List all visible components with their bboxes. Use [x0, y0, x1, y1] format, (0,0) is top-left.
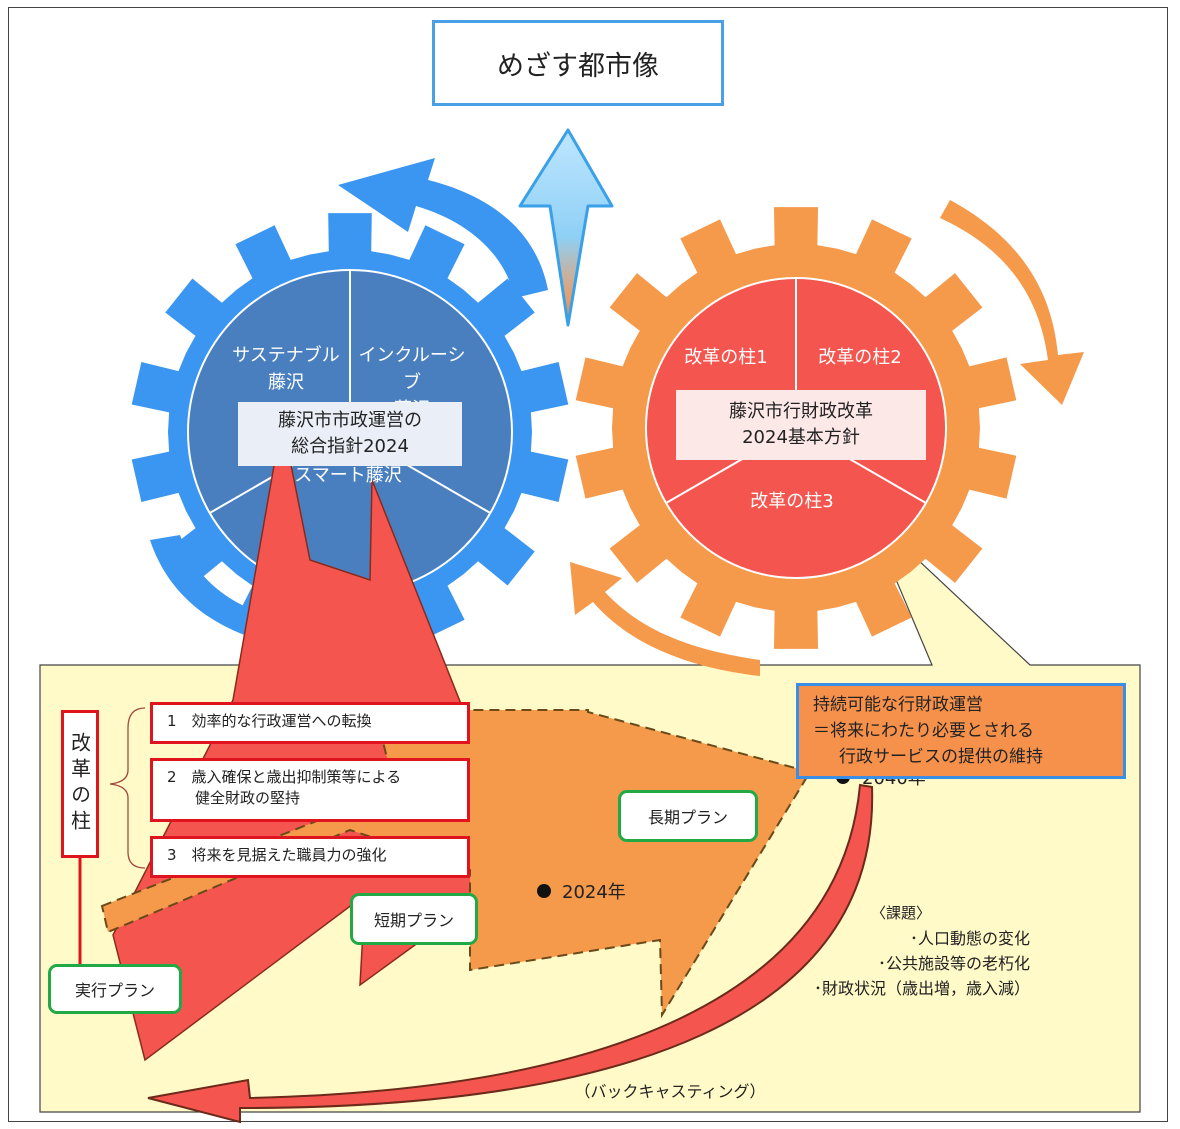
- general-guideline-line-1: 藤沢市市政運営の: [278, 410, 422, 431]
- pillar-item-2-line-2: 健全財政の堅持: [195, 789, 301, 807]
- pillar-bracket: [109, 707, 146, 869]
- backcasting-label: （バックキャスティング）: [574, 1082, 766, 1101]
- reform-pillar-2-label: 改革の柱2: [818, 347, 902, 368]
- segment-1-line-1: サステナブル: [232, 345, 340, 366]
- issue-item-3: ･財政状況（歳出増，歳入減）: [813, 979, 1030, 998]
- short-term-plan-box: 短期プラン: [350, 893, 478, 945]
- long-term-plan-box: 長期プラン: [618, 790, 758, 842]
- segment-1-line-2: 藤沢: [268, 372, 304, 393]
- sustainable-fujisawa-label: サステナブル 藤沢: [226, 342, 346, 396]
- upward-arrow: [518, 128, 614, 327]
- issue-item-2: ･公共施設等の老朽化: [877, 954, 1030, 973]
- reform-pillars-label-text: 改革の柱: [67, 732, 92, 836]
- orange-rotation-arrow-bottom: [570, 562, 760, 676]
- issues-list: ･人口動態の変化 ･公共施設等の老朽化 ･財政状況（歳出増，歳入減）: [770, 926, 1030, 1001]
- page-title: めざす都市像: [432, 20, 724, 106]
- orange-rotation-arrow-top: [940, 200, 1084, 405]
- general-guideline-box: 藤沢市市政運営の 総合指針2024: [238, 402, 462, 466]
- basic-policy-box: 藤沢市行財政改革 2024基本方針: [676, 390, 926, 460]
- basic-policy-line-1: 藤沢市行財政改革: [729, 401, 873, 422]
- segment-2-line-1: インクルーシブ: [358, 345, 466, 393]
- pillar-item-2: 2 歳入確保と歳出抑制策等による 健全財政の堅持: [150, 758, 470, 822]
- reform-pillar-3-label: 改革の柱3: [750, 491, 834, 512]
- execution-plan-box: 実行プラン: [48, 964, 182, 1014]
- smart-fujisawa-label: スマート藤沢: [294, 465, 402, 486]
- goal-line-2: ＝将来にわたり必要とされる: [813, 721, 1034, 741]
- milestone-2024-dot: [537, 884, 551, 898]
- general-guideline-line-2: 総合指針2024: [291, 436, 409, 457]
- backcasting-arrow: [147, 783, 874, 1124]
- reform-pillars-vertical-label: 改革の柱: [61, 710, 99, 858]
- milestone-2024-label: 2024年: [562, 882, 626, 903]
- blue-rotation-arrow-top: [338, 158, 548, 298]
- outer-frame: [8, 7, 1168, 1122]
- reform-pillar-1-label: 改革の柱1: [684, 347, 768, 368]
- pillar-item-1: 1 効率的な行政運営への転換: [150, 702, 470, 744]
- basic-policy-line-2: 2024基本方針: [742, 427, 860, 448]
- pillar-item-2-line-1: 2 歳入確保と歳出抑制策等による: [167, 768, 402, 786]
- pillar-item-3: 3 将来を見据えた職員力の強化: [150, 836, 470, 878]
- issues-heading: 〈課題〉: [870, 904, 931, 922]
- goal-box: 持続可能な行財政運営 ＝将来にわたり必要とされる 行政サービスの提供の維持: [796, 683, 1126, 779]
- issue-item-1: ･人口動態の変化: [909, 929, 1030, 948]
- goal-line-1: 持続可能な行財政運営: [813, 695, 983, 715]
- goal-line-3: 行政サービスの提供の維持: [839, 747, 1043, 767]
